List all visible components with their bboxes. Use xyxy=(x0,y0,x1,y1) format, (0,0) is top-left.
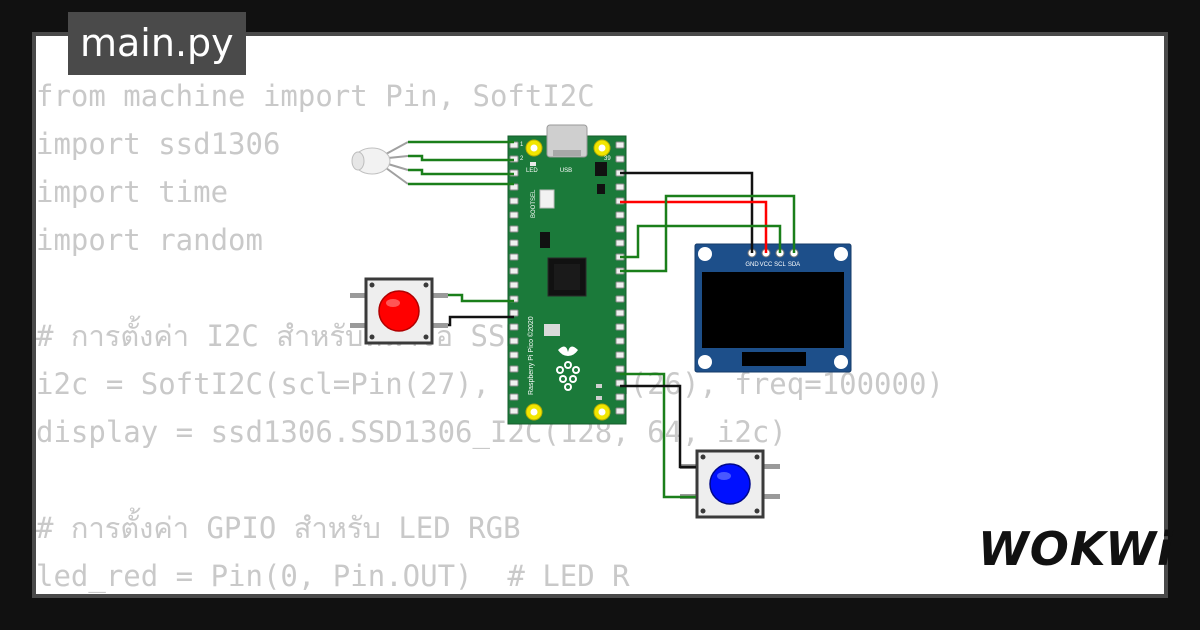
pico-board[interactable]: USB 1 2 39 LED BOOTSEL Raspberry Pi Pico… xyxy=(507,124,627,425)
red-button-wires xyxy=(448,293,514,327)
wokwi-logo: WOKWi xyxy=(978,522,1174,576)
test-pad xyxy=(596,384,602,388)
oled-display[interactable]: GND VCC SCL SDA xyxy=(694,243,852,373)
code-line: import ssd1306 xyxy=(36,127,281,161)
flash-chip xyxy=(544,324,560,336)
pin-label: 39 xyxy=(604,156,611,162)
code-line: import random xyxy=(36,223,263,257)
blue-button-wires xyxy=(620,372,696,499)
led-wires xyxy=(408,140,514,186)
mount-hole-center xyxy=(530,408,538,416)
code-line: # การตั้งค่า GPIO สำหรับ LED RGB xyxy=(36,511,521,545)
file-tab[interactable]: main.py xyxy=(68,12,246,75)
code-line: import time xyxy=(36,175,229,209)
led-label: LED xyxy=(526,168,538,174)
oled-pin-label: VCC xyxy=(760,262,773,268)
pin-label: 1 xyxy=(520,142,524,148)
oled-wires xyxy=(620,171,796,273)
test-pad xyxy=(596,396,602,400)
bootsel-button[interactable] xyxy=(539,189,555,209)
usb-label: USB xyxy=(560,168,572,174)
blue-push-button[interactable] xyxy=(680,449,780,519)
pico-right-pins xyxy=(615,141,625,415)
code-line: from machine import Pin, SoftI2C xyxy=(36,79,595,113)
board-silkscreen: Raspberry Pi Pico ©2020 xyxy=(527,316,535,395)
red-push-button[interactable] xyxy=(350,277,448,345)
usb-connector xyxy=(546,124,588,158)
bootsel-label: BOOTSEL xyxy=(531,189,537,218)
chip xyxy=(597,184,605,194)
usb-port xyxy=(553,150,581,156)
mount-hole-center xyxy=(598,408,606,416)
oled-ribbon xyxy=(742,352,806,366)
mount-hole-center xyxy=(530,144,538,152)
rp2040-die xyxy=(554,264,580,290)
oled-pin-label: GND xyxy=(745,262,759,268)
mount-hole-center xyxy=(598,144,606,152)
chip xyxy=(595,162,607,176)
code-line: led_red = Pin(0, Pin.OUT) # LED R xyxy=(36,559,630,593)
rgb-led[interactable] xyxy=(351,141,409,185)
oled-pin-label: SDA xyxy=(788,262,800,268)
raspberry-pi-logo xyxy=(556,346,580,391)
oled-pin-label: SCL xyxy=(774,262,786,268)
oled-screen xyxy=(702,272,844,348)
pin-label: 2 xyxy=(520,156,524,162)
onboard-led xyxy=(530,162,536,166)
chip xyxy=(540,232,550,248)
